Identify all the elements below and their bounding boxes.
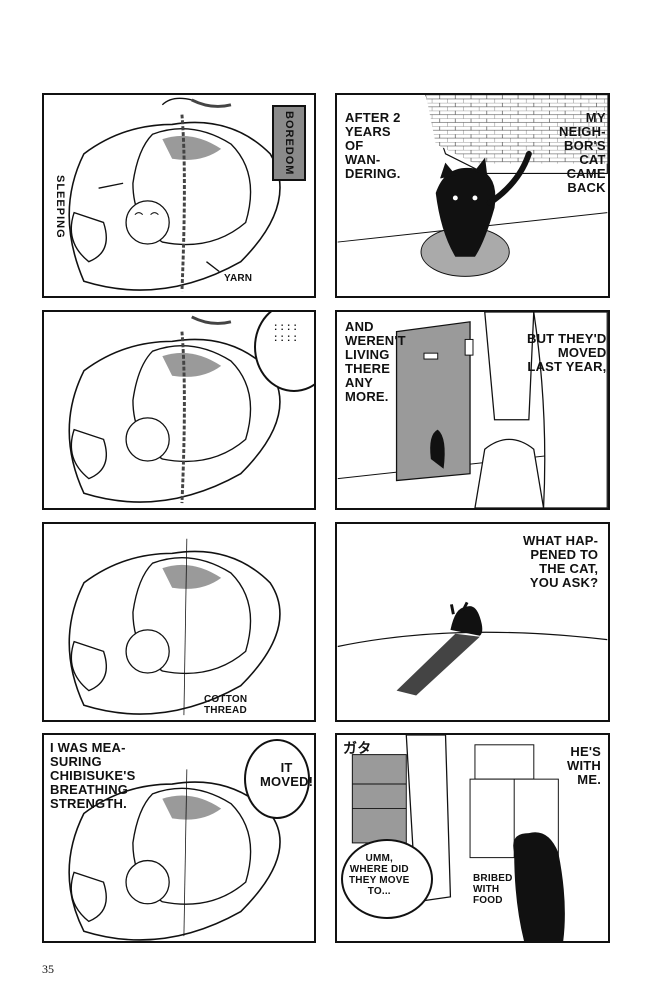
yarn-label: YARN — [224, 273, 253, 284]
panel-left-4: I WAS MEA- SURING CHIBISUKE'S BREATHING … — [42, 733, 316, 943]
hand-holding-kitten-art — [68, 97, 281, 292]
panel-right-4: ガタ UMM, WHERE DID THEY MOVE TO... HE'S W… — [335, 733, 610, 943]
speech-text: UMM, WHERE DID THEY MOVE TO... — [349, 853, 410, 897]
boredom-caption-box: BOREDOM — [272, 105, 306, 181]
hand-holding-kitten-art — [68, 538, 281, 716]
bribed-food-label: BRIBED WITH FOOD — [473, 873, 513, 906]
narration-left: AND WEREN'T LIVING THERE ANY MORE. — [345, 319, 406, 404]
panel-right-3: WHAT HAP- PENED TO THE CAT, YOU ASK? — [335, 522, 610, 722]
hand-holding-kitten-art — [68, 315, 281, 504]
panel-left-1: BOREDOM SLEEPING YARN — [42, 93, 316, 298]
panel-left-3: COTTON THREAD — [42, 522, 316, 722]
hand-holding-kitten-art — [68, 769, 281, 941]
speech-bubble — [341, 839, 433, 919]
narration-left: AFTER 2 YEARS OF WAN- DERING. — [345, 110, 401, 181]
panel-left-2: : : : : : : : : — [42, 310, 316, 510]
narration-text: I WAS MEA- SURING CHIBISUKE'S BREATHING … — [50, 740, 136, 811]
speech-bubble — [244, 739, 310, 819]
narration-text: WHAT HAP- PENED TO THE CAT, YOU ASK? — [523, 533, 599, 590]
cotton-thread-label: COTTON THREAD — [204, 694, 248, 716]
boredom-label: BOREDOM — [283, 110, 295, 176]
sleeping-label: SLEEPING — [54, 175, 66, 239]
narration-right: MY NEIGH- BOR'S CAT CAME BACK — [559, 110, 606, 195]
dots-label: : : : : : : : : — [274, 322, 298, 344]
panel-right-1: AFTER 2 YEARS OF WAN- DERING. MY NEIGH- … — [335, 93, 610, 298]
speech-text: IT MOVED! — [260, 760, 314, 789]
page-number: 35 — [42, 962, 54, 976]
sfx-text: ガタ — [343, 740, 372, 756]
narration-right: HE'S WITH ME. — [567, 744, 602, 787]
cat-returning-art — [337, 95, 608, 277]
narration-right: BUT THEY'D MOVED LAST YEAR, — [527, 331, 607, 374]
cat-on-hill-art — [337, 601, 608, 696]
cat-with-me-art — [351, 735, 565, 941]
panel-right-2: AND WEREN'T LIVING THERE ANY MORE. BUT T… — [335, 310, 610, 510]
empty-house-art — [337, 312, 608, 508]
